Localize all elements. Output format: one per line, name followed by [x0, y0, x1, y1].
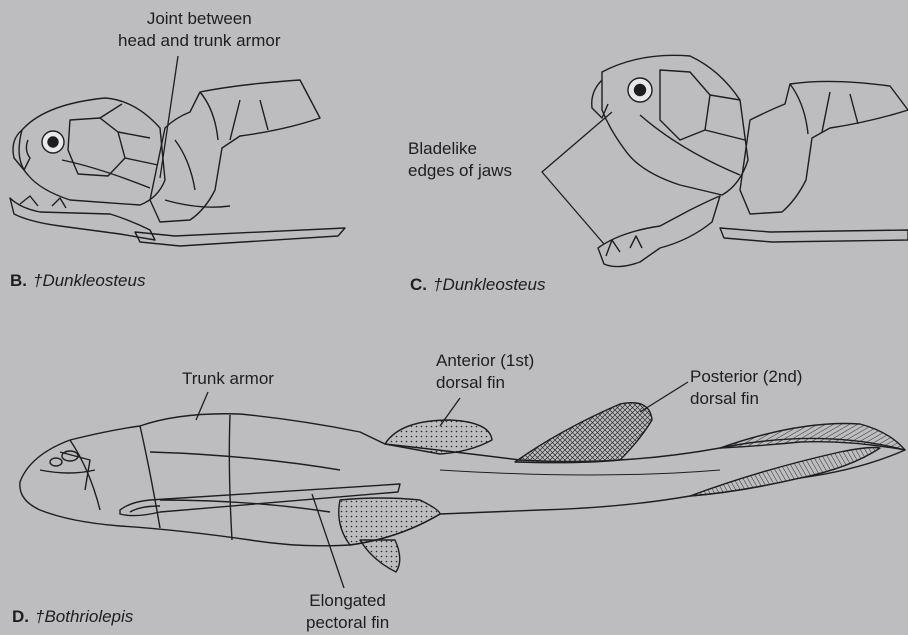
bothriolepis-d-drawing [20, 403, 905, 572]
trunk-armor-leader-line [196, 392, 208, 420]
jaws-label-line2: edges of jaws [408, 160, 512, 182]
posterior-fin-leader-line [640, 382, 688, 412]
anterior-fin-label-line1: Anterior (1st) [436, 350, 534, 372]
joint-label: Joint between head and trunk armor [118, 8, 281, 52]
caption-d: D. †Bothriolepis [12, 606, 133, 628]
posterior-fin-label: Posterior (2nd) dorsal fin [690, 366, 802, 410]
jaws-label-line1: Bladelike [408, 138, 512, 160]
caption-b-taxon: †Dunkleosteus [33, 271, 145, 290]
posterior-fin-label-line1: Posterior (2nd) [690, 366, 802, 388]
jaws-label: Bladelike edges of jaws [408, 138, 512, 182]
caption-c: C. †Dunkleosteus [410, 274, 545, 296]
anterior-fin-label: Anterior (1st) dorsal fin [436, 350, 534, 394]
pectoral-fin-label-line1: Elongated [306, 590, 389, 612]
jaws-leader-bracket [542, 112, 612, 244]
caption-c-letter: C. [410, 275, 427, 294]
anterior-fin-label-line2: dorsal fin [436, 372, 534, 394]
joint-label-line1: Joint between [118, 8, 281, 30]
caption-d-letter: D. [12, 607, 29, 626]
joint-label-line2: head and trunk armor [118, 30, 281, 52]
caption-b-letter: B. [10, 271, 27, 290]
dunkleosteus-c-drawing [592, 55, 908, 266]
caption-c-taxon: †Dunkleosteus [433, 275, 545, 294]
pectoral-fin-label-line2: pectoral fin [306, 612, 389, 634]
caption-d-taxon: †Bothriolepis [35, 607, 133, 626]
trunk-armor-label: Trunk armor [182, 368, 274, 390]
joint-leader-line [160, 56, 178, 178]
caption-b: B. †Dunkleosteus [10, 270, 145, 292]
posterior-fin-label-line2: dorsal fin [690, 388, 802, 410]
pectoral-fin-label: Elongated pectoral fin [306, 590, 389, 634]
dunkleosteus-b-drawing [10, 80, 345, 246]
